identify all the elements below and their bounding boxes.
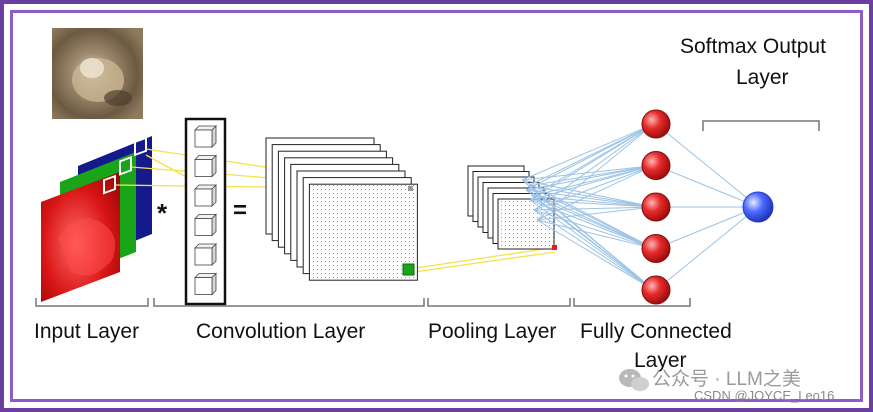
bracket-softmax-layer: [702, 120, 820, 131]
filter-cube: [194, 184, 217, 207]
equals-operator: =: [233, 197, 247, 224]
bracket-pooling-layer: [427, 298, 571, 307]
wechat-icon: [619, 369, 649, 391]
filter-column: [184, 117, 227, 306]
receptive-field-box: [103, 174, 116, 195]
feature-map-point: [408, 186, 413, 191]
feature-map-highlight: [402, 263, 415, 276]
fully-connected-neurons: [641, 109, 671, 305]
watermark-csdn: CSDN @JOYCE_Leo16: [694, 388, 835, 403]
pooled-map-highlight: [552, 245, 557, 250]
label-input-layer: Input Layer: [34, 320, 140, 343]
feature-maps-stack: [265, 137, 418, 281]
pooled-map: [497, 198, 555, 250]
filter-cube: [194, 154, 217, 178]
label-softmax-line1: Softmax Output: [680, 35, 826, 58]
filter-cube: [194, 213, 217, 237]
bracket-fully-connected-layer: [573, 298, 691, 307]
label-fully-connected-line1: Fully Connected: [580, 320, 732, 343]
hidden-neuron: [641, 275, 671, 305]
receptive-field-box: [119, 155, 132, 176]
input-rgb-channels: [41, 136, 152, 302]
convolve-operator: *: [157, 198, 168, 228]
bracket-input-layer: [35, 298, 149, 307]
feature-map: [308, 183, 418, 281]
label-fully-connected-line2: Layer: [634, 349, 687, 372]
watermark-wechat: 公众号 · LLM之美: [652, 369, 801, 390]
input-image-thumbnail: [52, 28, 143, 119]
filter-cube: [194, 272, 217, 296]
dense-connections: [521, 123, 759, 291]
pooled-maps-stack: [467, 165, 557, 250]
hidden-neuron: [641, 151, 671, 180]
label-softmax-line2: Layer: [736, 66, 789, 89]
filter-cube: [194, 125, 217, 148]
hidden-neuron: [641, 192, 671, 222]
hidden-neuron: [641, 109, 671, 139]
receptive-field-box: [134, 136, 147, 157]
label-pooling-layer: Pooling Layer: [428, 320, 557, 343]
bracket-convolution-layer: [153, 298, 425, 307]
label-convolution-layer: Convolution Layer: [196, 320, 366, 343]
softmax-output-neuron: [742, 191, 774, 223]
section-brackets: [35, 120, 820, 307]
hidden-neuron: [641, 234, 671, 263]
filter-cube: [194, 243, 217, 266]
